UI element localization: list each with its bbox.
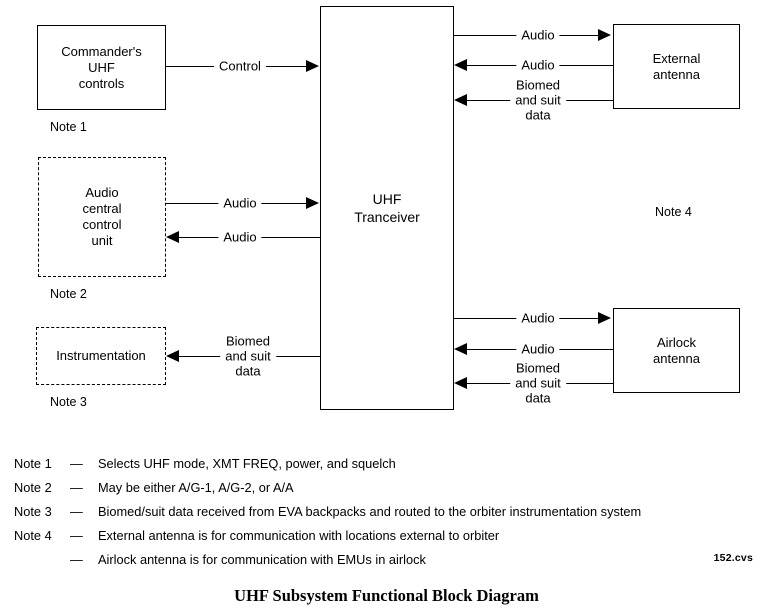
note-key: Note 1 [14, 456, 52, 471]
note-text: Airlock antenna is for communication wit… [98, 552, 426, 567]
note-row: Note 4 — External antenna is for communi… [14, 524, 764, 548]
note-row: — Airlock antenna is for communication w… [14, 548, 764, 572]
block-instrumentation: Instrumentation [36, 327, 166, 385]
note-key: Note 3 [14, 504, 52, 519]
flow-label-audio-from-uhf: Audio [218, 229, 262, 245]
note-caption-commanders-uhf-controls: Note 1 [50, 120, 87, 134]
block-audio-central-control-unit-label: Audio central control unit [82, 185, 122, 248]
arrowhead-audio-from-uhf [166, 231, 179, 243]
note-text: External antenna is for communication wi… [98, 528, 500, 543]
flow-label-ext-audio-in: Audio [516, 57, 560, 73]
arrowhead-ext-biomed-in [454, 94, 467, 106]
arrowhead-audio-to-uhf [306, 197, 319, 209]
flow-label-control: Control [214, 58, 266, 74]
note-caption-antennas: Note 4 [655, 205, 692, 219]
arrowhead-ext-audio-in [454, 59, 467, 71]
figure-title: UHF Subsystem Functional Block Diagram [234, 586, 539, 605]
note-text: Biomed/suit data received from EVA backp… [98, 504, 642, 519]
note-row: Note 3 — Biomed/suit data received from … [14, 500, 764, 524]
notes-list: Note 1 — Selects UHF mode, XMT FREQ, pow… [14, 452, 764, 572]
arrowhead-air-audio-out [598, 312, 611, 324]
block-airlock-antenna: Airlock antenna [613, 308, 740, 393]
note-row: Note 2 — May be either A/G-1, A/G-2, or … [14, 476, 764, 500]
note-dash: — [70, 456, 83, 471]
note-row: Note 1 — Selects UHF mode, XMT FREQ, pow… [14, 452, 764, 476]
note-dash: — [70, 480, 83, 495]
arrowhead-control-to-uhf [306, 60, 319, 72]
note-dash: — [70, 552, 83, 567]
flow-label-ext-biomed-in: Biomed and suit data [510, 77, 566, 123]
block-external-antenna: External antenna [613, 24, 740, 109]
block-commanders-uhf-controls-label: Commander's UHF controls [61, 43, 142, 91]
flow-label-air-audio-in: Audio [516, 341, 560, 357]
block-commanders-uhf-controls: Commander's UHF controls [37, 25, 166, 110]
note-dash: — [70, 528, 83, 543]
flow-label-ext-audio-out: Audio [516, 27, 560, 43]
note-key: Note 4 [14, 528, 52, 543]
flow-label-audio-to-uhf: Audio [218, 195, 262, 211]
flow-label-biomed-to-instrumentation: Biomed and suit data [220, 333, 276, 379]
note-caption-instrumentation: Note 3 [50, 395, 87, 409]
arrowhead-air-biomed-in [454, 377, 467, 389]
block-uhf-transceiver-label: UHF Tranceiver [354, 191, 420, 225]
note-text: May be either A/G-1, A/G-2, or A/A [98, 480, 294, 495]
flow-label-air-audio-out: Audio [516, 310, 560, 326]
arrowhead-air-audio-in [454, 343, 467, 355]
block-airlock-antenna-label: Airlock antenna [653, 334, 700, 366]
figure-id-label: 152.cvs [713, 552, 753, 564]
block-audio-central-control-unit: Audio central control unit [38, 157, 166, 277]
note-text: Selects UHF mode, XMT FREQ, power, and s… [98, 456, 396, 471]
note-dash: — [70, 504, 83, 519]
arrowhead-biomed-to-instrumentation [166, 350, 179, 362]
block-external-antenna-label: External antenna [652, 50, 701, 82]
flow-label-air-biomed-in: Biomed and suit data [510, 360, 566, 406]
note-key: Note 2 [14, 480, 52, 495]
block-instrumentation-label: Instrumentation [56, 348, 146, 363]
block-uhf-transceiver: UHF Tranceiver [320, 6, 454, 410]
note-caption-audio-central-control-unit: Note 2 [50, 287, 87, 301]
arrowhead-ext-audio-out [598, 29, 611, 41]
